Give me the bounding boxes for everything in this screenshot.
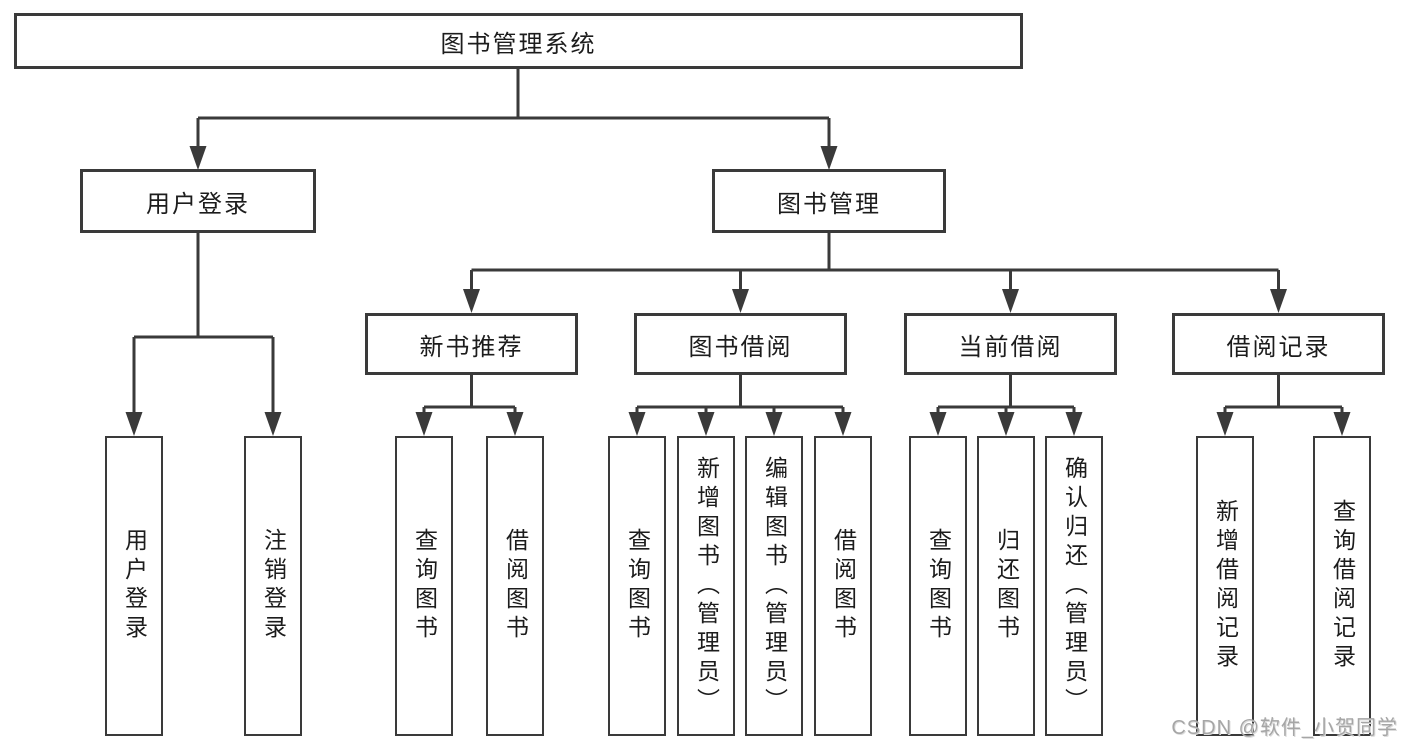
arrow-down-icon: [929, 412, 947, 436]
leaf-logout: 注销登录: [244, 436, 302, 736]
arrow-down-icon: [125, 412, 143, 436]
arrow-down-icon: [189, 146, 207, 170]
node-book-management-system: 图书管理系统: [14, 13, 1023, 69]
node-book-borrow: 图书借阅: [634, 313, 847, 375]
node-user-login: 用户登录: [80, 169, 316, 233]
leaf-confirm-return-admin: 确认归还（管理员）: [1045, 436, 1103, 736]
leaf-query-books-recommend: 查询图书: [395, 436, 453, 736]
arrow-down-icon: [997, 412, 1015, 436]
leaf-query-borrow-record: 查询借阅记录: [1313, 436, 1371, 736]
arrow-down-icon: [765, 412, 783, 436]
node-current-borrow: 当前借阅: [904, 313, 1117, 375]
leaf-query-books-borrow: 查询图书: [608, 436, 666, 736]
arrow-down-icon: [264, 412, 282, 436]
leaf-query-books-current: 查询图书: [909, 436, 967, 736]
arrow-down-icon: [463, 289, 480, 313]
leaf-edit-book-admin: 编辑图书（管理员）: [745, 436, 803, 736]
arrow-down-icon: [506, 412, 524, 436]
arrow-down-icon: [1216, 412, 1234, 436]
leaf-return-book: 归还图书: [977, 436, 1035, 736]
arrow-down-icon: [834, 412, 852, 436]
arrow-down-icon: [628, 412, 646, 436]
arrow-down-icon: [1333, 412, 1351, 436]
leaf-add-borrow-record: 新增借阅记录: [1196, 436, 1254, 736]
csdn-watermark: CSDN @软件_小贺同学: [1171, 717, 1398, 739]
node-new-book-recommend: 新书推荐: [365, 313, 578, 375]
leaf-add-book-admin: 新增图书（管理员）: [677, 436, 735, 736]
tree-edges: [132, 69, 1344, 414]
arrow-down-icon: [1002, 289, 1019, 313]
arrow-down-icon: [732, 289, 749, 313]
arrow-down-icon: [820, 146, 838, 170]
arrow-down-icon: [1270, 289, 1287, 313]
arrow-down-icon: [415, 412, 433, 436]
leaf-borrow-books: 借阅图书: [814, 436, 872, 736]
node-book-management: 图书管理: [712, 169, 946, 233]
node-borrow-records: 借阅记录: [1172, 313, 1385, 375]
arrow-down-icons: [125, 146, 1351, 436]
arrow-down-icon: [697, 412, 715, 436]
leaf-user-login: 用户登录: [105, 436, 163, 736]
arrow-down-icon: [1065, 412, 1083, 436]
leaf-borrow-books-recommend: 借阅图书: [486, 436, 544, 736]
